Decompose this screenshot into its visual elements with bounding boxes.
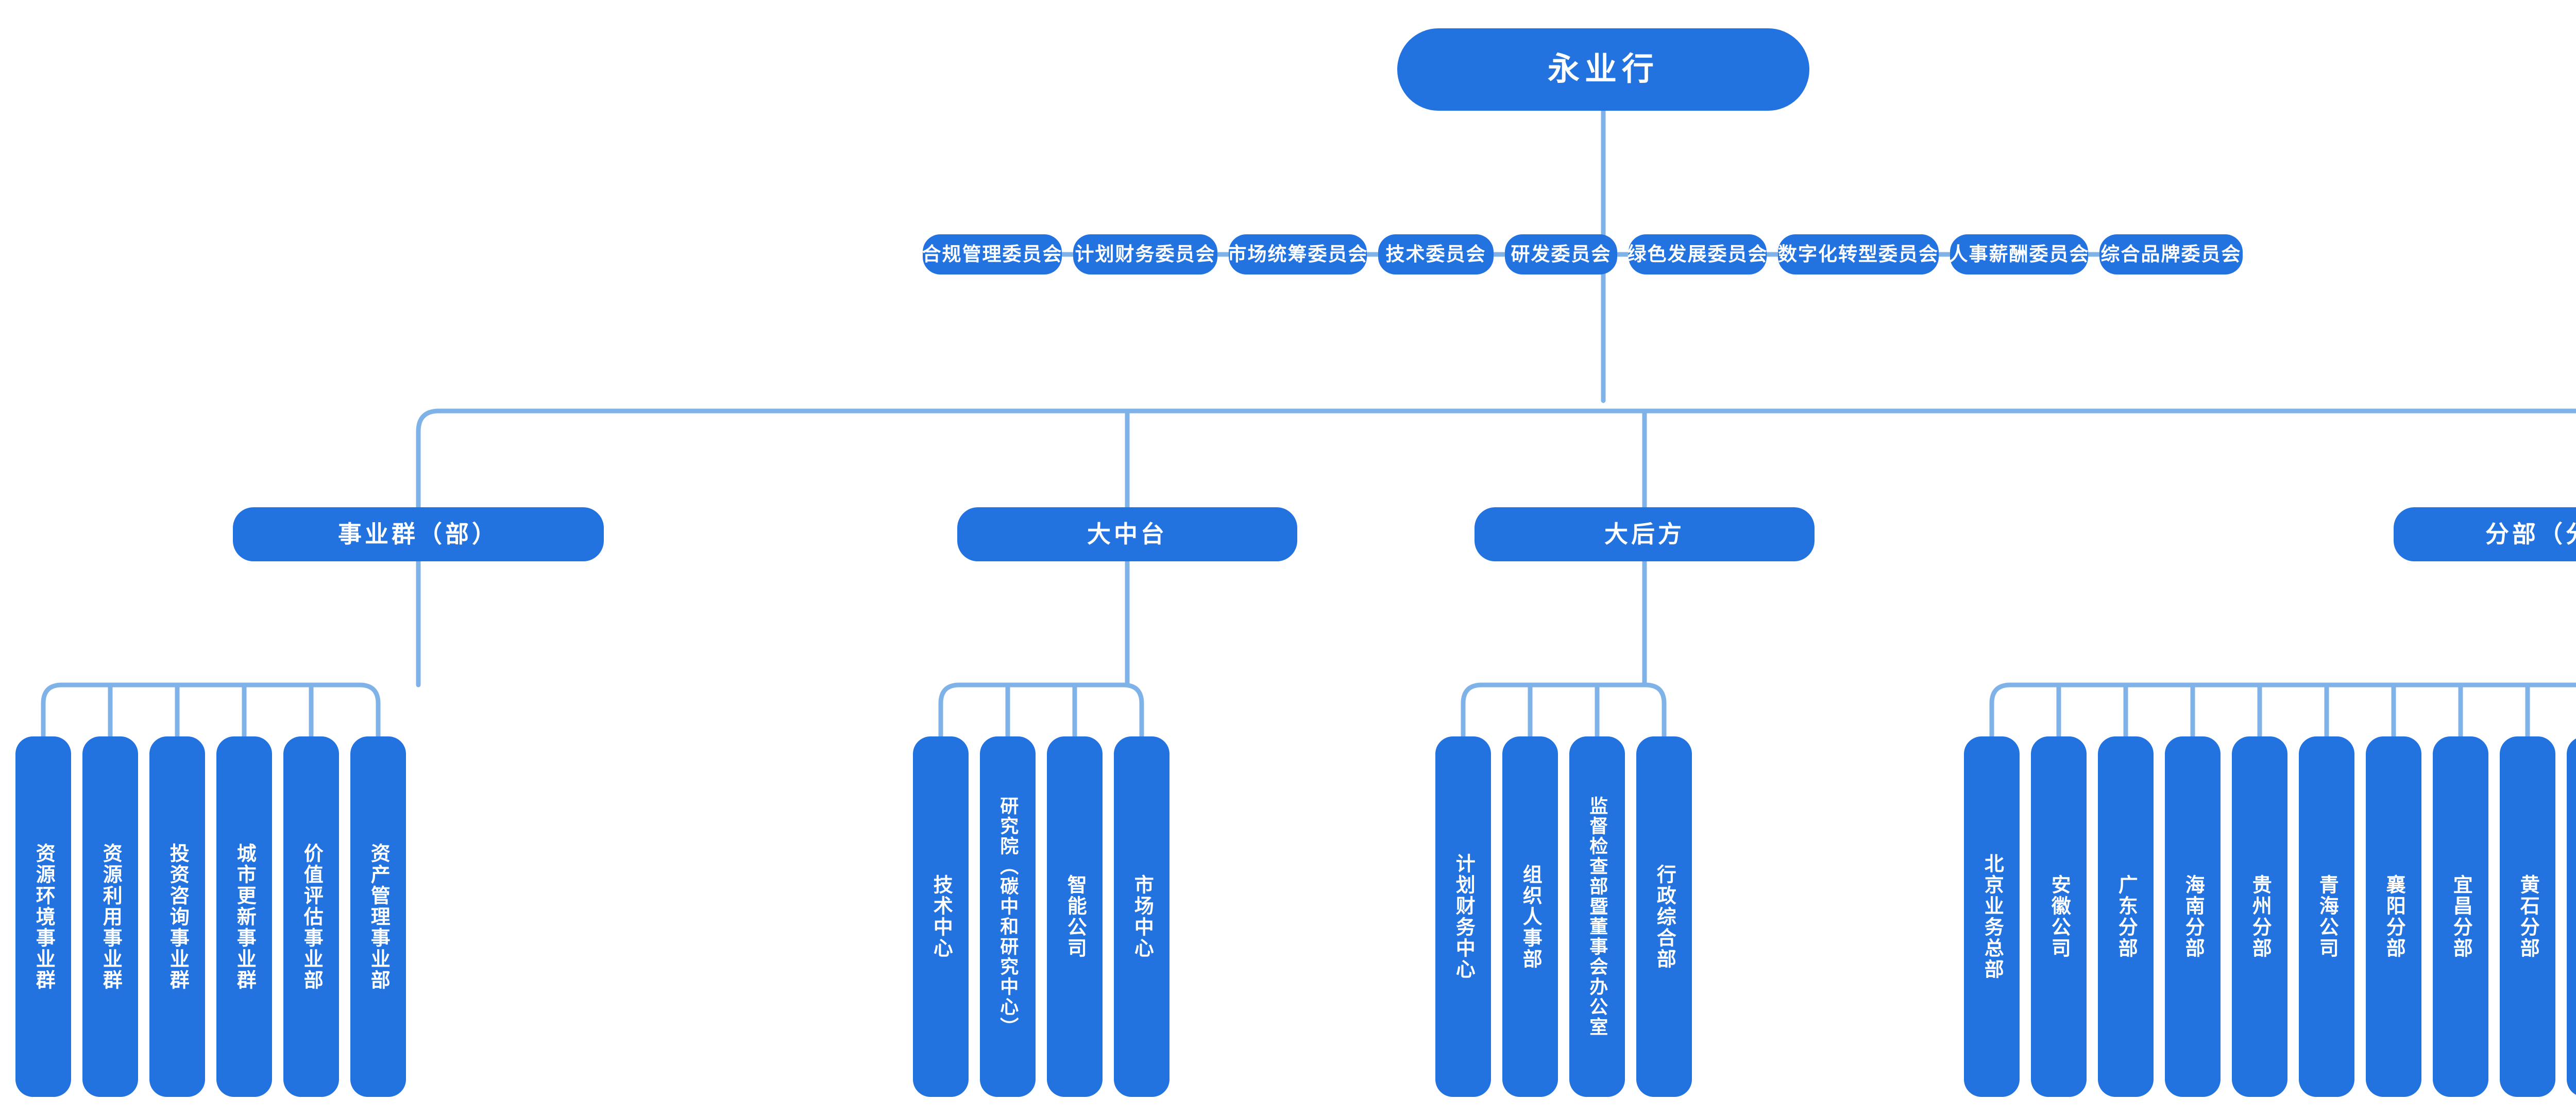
- leaf-4-4[interactable]: 海南分部: [2165, 736, 2221, 1097]
- division-2[interactable]: 大中台: [957, 507, 1297, 561]
- leaf-3-3[interactable]: 监督检查部暨董事会办公室: [1569, 736, 1625, 1097]
- leaf-3-2[interactable]: 组织人事部: [1502, 736, 1558, 1097]
- committee-4[interactable]: 技术委员会: [1378, 234, 1494, 274]
- leaf-1-4[interactable]: 城市更新事业群: [216, 736, 272, 1097]
- leaf-4-3[interactable]: 广东分部: [2098, 736, 2154, 1097]
- leaf-4-9[interactable]: 黄石分部: [2500, 736, 2555, 1097]
- committee-7[interactable]: 数字化转型委员会: [1778, 234, 1939, 274]
- division-4[interactable]: 分部（分公司）: [2394, 507, 2576, 561]
- committee-2[interactable]: 计划财务委员会: [1073, 234, 1217, 274]
- leaf-4-10[interactable]: 十堰分部: [2567, 736, 2576, 1097]
- committee-9[interactable]: 综合品牌委员会: [2099, 234, 2243, 274]
- committee-6[interactable]: 绿色发展委员会: [1628, 234, 1767, 274]
- committee-5[interactable]: 研发委员会: [1505, 234, 1617, 274]
- leaf-1-6[interactable]: 资产管理事业部: [350, 736, 406, 1097]
- leaf-3-1[interactable]: 计划财务中心: [1435, 736, 1491, 1097]
- leaf-2-1[interactable]: 技术中心: [913, 736, 969, 1097]
- committee-8[interactable]: 人事薪酬委员会: [1949, 234, 2089, 274]
- division-1[interactable]: 事业群（部）: [233, 507, 604, 561]
- leaf-4-8[interactable]: 宜昌分部: [2433, 736, 2488, 1097]
- leaf-2-3[interactable]: 智能公司: [1047, 736, 1103, 1097]
- leaf-4-2[interactable]: 安徽公司: [2031, 736, 2087, 1097]
- division-3[interactable]: 大后方: [1475, 507, 1815, 561]
- root-node[interactable]: 永业行: [1397, 28, 1809, 111]
- leaf-4-6[interactable]: 青海公司: [2299, 736, 2354, 1097]
- leaf-1-3[interactable]: 投资咨询事业群: [149, 736, 205, 1097]
- leaf-1-5[interactable]: 价值评估事业部: [283, 736, 339, 1097]
- committee-1[interactable]: 合规管理委员会: [922, 234, 1062, 274]
- leaf-4-7[interactable]: 襄阳分部: [2366, 736, 2421, 1097]
- leaf-3-4[interactable]: 行政综合部: [1636, 736, 1692, 1097]
- leaf-2-4[interactable]: 市场中心: [1114, 736, 1170, 1097]
- leaf-4-5[interactable]: 贵州分部: [2232, 736, 2287, 1097]
- leaf-2-2[interactable]: 研究院（碳中和研究中心）: [980, 736, 1036, 1097]
- committee-3[interactable]: 市场统筹委员会: [1228, 234, 1367, 274]
- leaf-1-1[interactable]: 资源环境事业群: [15, 736, 71, 1097]
- leaf-4-1[interactable]: 北京业务总部: [1964, 736, 2020, 1097]
- leaf-1-2[interactable]: 资源利用事业群: [82, 736, 138, 1097]
